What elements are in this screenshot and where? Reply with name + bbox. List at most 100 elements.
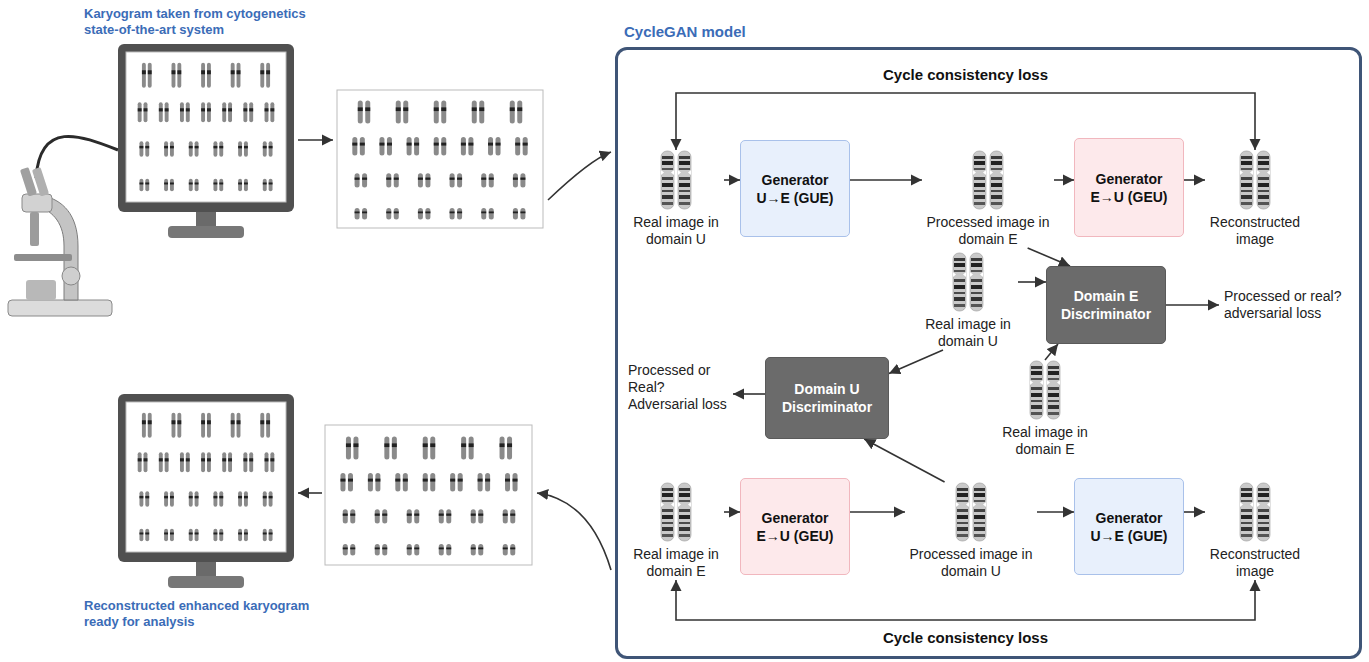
chromosome-pair (513, 173, 526, 187)
chromosome-band (1031, 405, 1042, 409)
chromosome-band (138, 108, 142, 111)
chromosome-band (954, 285, 965, 289)
chromosome-band (954, 304, 965, 307)
chromosome-band (407, 143, 412, 146)
chromosome-band (662, 168, 673, 170)
loss-label: Processed or real? adversarial loss (1224, 288, 1348, 322)
chromosome-body (1257, 151, 1270, 209)
chromosome-band (139, 146, 143, 148)
chromosome-band (244, 496, 248, 498)
chromosome (201, 452, 205, 472)
chromosome-pair (180, 452, 190, 472)
chromosome (343, 544, 348, 556)
chromosome-pair (243, 452, 253, 472)
image-node: Processed image in domain U (905, 482, 1037, 580)
chromosome-pair (231, 413, 241, 438)
image-caption: Reconstructed image (1205, 214, 1305, 248)
chromosome-band (971, 292, 982, 294)
chromosome-band (1258, 168, 1269, 170)
chromosome-band (1048, 378, 1059, 380)
chromosome-band (1258, 202, 1269, 205)
chromosome-band (957, 500, 968, 502)
chromosome (207, 63, 211, 88)
chromosome (523, 137, 528, 155)
chromosome-band (472, 107, 477, 111)
chromosome (164, 179, 168, 191)
chromosome-band (971, 263, 982, 267)
chromosome-band (679, 493, 690, 497)
centromere (688, 502, 691, 507)
chromosome-body (1257, 483, 1270, 541)
chromosome-band (386, 211, 391, 213)
chromosome-band (1258, 534, 1269, 537)
microscope-base (8, 300, 112, 316)
chromosome-pair (189, 179, 199, 191)
chromosome-band (478, 479, 483, 482)
centromere (671, 170, 674, 175)
chromosome-band (350, 514, 355, 516)
chromosome-band (423, 443, 428, 447)
microscope-head (22, 194, 52, 212)
chromosome-pair (439, 544, 452, 556)
chromosome-pair (461, 436, 474, 459)
monitor-base (168, 576, 244, 588)
chromosome-band (1258, 177, 1269, 180)
chromosome (144, 102, 148, 122)
chromosome (450, 208, 455, 220)
chromosome-band (350, 547, 355, 549)
chromosome-band (365, 107, 370, 111)
chromosome-band (231, 420, 235, 424)
chromosome (164, 529, 168, 541)
chromosome-band (439, 547, 444, 549)
chromosome-band (170, 496, 174, 498)
chromosome-band (165, 108, 169, 111)
centromere (990, 170, 993, 175)
chromosome-band (418, 211, 423, 213)
chromosome-band (662, 509, 673, 512)
chromosome (953, 253, 966, 311)
chromosome-band (461, 443, 466, 447)
chromosome (263, 179, 267, 191)
chromosome (189, 141, 193, 156)
chromosome (414, 509, 419, 523)
chromosome-pair (260, 63, 270, 88)
microscope-objective (30, 212, 39, 246)
chromosome-band (974, 195, 985, 199)
chromosome (195, 491, 199, 506)
chromosome (249, 452, 253, 472)
chromosome-band (1048, 371, 1059, 375)
chromosome-band (418, 178, 423, 180)
chromosome-band (489, 178, 494, 180)
chromosome (270, 102, 274, 122)
chromosome-band (201, 108, 205, 111)
chromosome-band (368, 479, 373, 482)
centromere (1030, 380, 1033, 385)
chromosome (170, 141, 174, 156)
chromosome-pair (139, 491, 149, 506)
chromosome-band (186, 458, 190, 461)
chromosome-band (384, 443, 389, 447)
chromosome (414, 137, 419, 155)
chromosome-body (678, 151, 691, 209)
chromosome-pair (263, 491, 273, 506)
image-node: Real image in domain E (628, 482, 724, 580)
chromosome-band (500, 443, 505, 447)
chromosome (145, 529, 149, 541)
connector (1184, 511, 1205, 513)
chromosome-band (974, 161, 985, 165)
chromosome (441, 100, 446, 123)
chromosome-pair (343, 544, 356, 556)
chromosome-band (177, 420, 181, 424)
chromosome (471, 544, 476, 556)
flow-arrow (298, 492, 322, 494)
chromosome (249, 102, 253, 122)
chromosome-band (1241, 534, 1252, 537)
chromosome-band (159, 108, 163, 111)
chromosome-pair (139, 529, 149, 541)
chromosome-band (425, 211, 430, 213)
chromosome-pair (138, 452, 148, 472)
chromosome-pair (189, 529, 199, 541)
chromosome (478, 509, 483, 523)
chromosome-band (144, 108, 148, 111)
microscope-eyepiece (32, 167, 49, 196)
